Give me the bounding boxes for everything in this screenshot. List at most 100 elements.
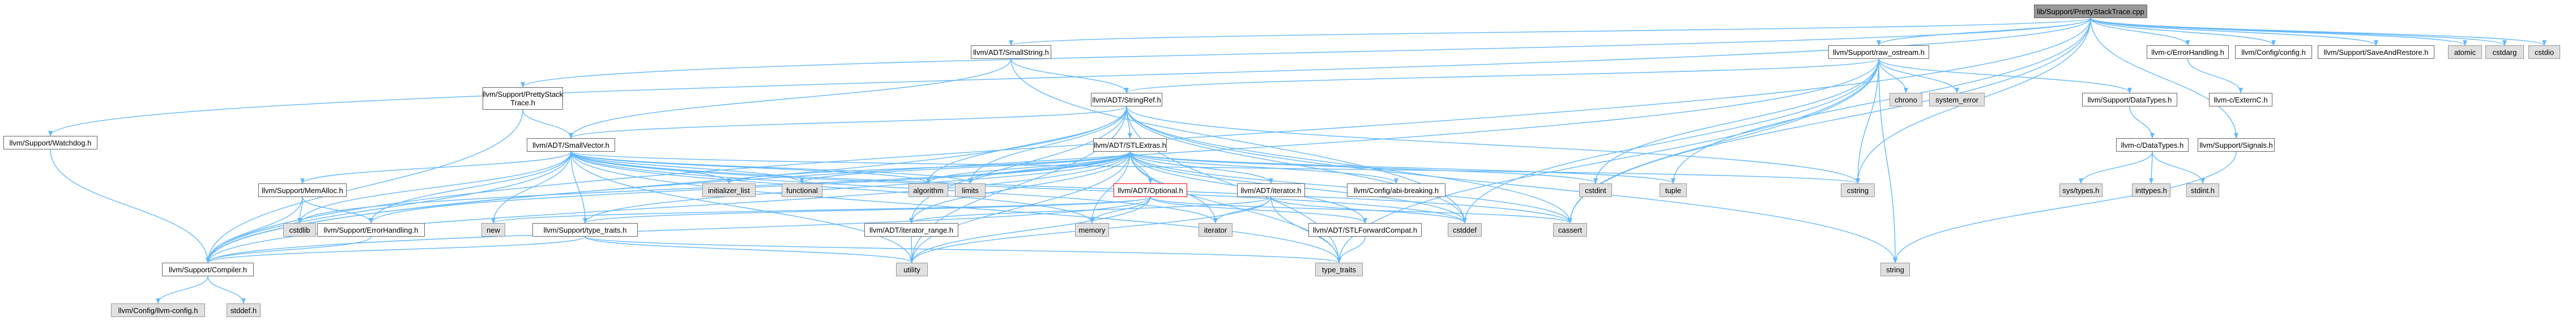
node-cstdlib[interactable]: cstdlib — [283, 223, 316, 237]
node-saverestore[interactable]: llvm/Support/SaveAndRestore.h — [2318, 45, 2434, 59]
edge-smallvector-to-cstdlib — [297, 151, 572, 224]
node-raw-ostream[interactable]: llvm/Support/raw_ostream.h — [1828, 45, 1929, 59]
node-watchdog[interactable]: llvm/Support/Watchdog.h — [3, 136, 97, 149]
edge-stringref-to-limits — [968, 106, 1127, 184]
node-compiler[interactable]: llvm/Support/Compiler.h — [162, 263, 254, 276]
edge-signals-to-string — [1893, 151, 2237, 263]
node-atomic[interactable]: atomic — [2448, 45, 2482, 59]
edge-raw-ostream-to-string — [1878, 58, 1897, 263]
node-adt-iterator[interactable]: llvm/ADT/iterator.h — [1237, 183, 1305, 197]
edge-prettystack-to-compiler — [206, 109, 523, 263]
node-adt-smallstring[interactable]: llvm/ADT/SmallString.h — [971, 45, 1051, 59]
node-stlextras[interactable]: llvm/ADT/STLExtras.h — [1093, 138, 1167, 152]
node-c-externc[interactable]: llvm-c/ExternC.h — [2209, 93, 2272, 106]
edge-c-datatypes-to-stdint — [2152, 151, 2205, 184]
node-functional[interactable]: functional — [782, 183, 822, 197]
edge-stlextras-to-type-traits-h — [583, 151, 1131, 224]
edge-root-to-saverestore — [2090, 18, 2378, 46]
node-memalloc[interactable]: llvm/Support/MemAlloc.h — [258, 183, 347, 197]
edge-stlextras-to-cstdint — [1129, 151, 1598, 184]
node-config-abi[interactable]: llvm/Config/abi-breaking.h — [1347, 183, 1445, 197]
edge-stlextras-to-algorithm — [926, 151, 1131, 184]
node-config[interactable]: llvm/Config/config.h — [2235, 45, 2312, 59]
node-cstddef[interactable]: cstddef — [1448, 223, 1482, 237]
edge-c-datatypes-to-inttypes — [2149, 151, 2153, 184]
node-signals[interactable]: llvm/Support/Signals.h — [2198, 138, 2275, 152]
edge-smallvector-to-compiler — [206, 151, 572, 263]
edge-c-datatypes-to-sys-types — [2079, 151, 2153, 184]
edge-prettystack-to-smallvector — [522, 109, 573, 139]
node-type-traits[interactable]: type_traits — [1315, 263, 1363, 276]
node-system-error[interactable]: system_error — [1929, 93, 1985, 106]
node-iterator-range[interactable]: llvm/ADT/iterator_range.h — [864, 223, 958, 237]
node-llvm-config[interactable]: llvm/Config/llvm-config.h — [111, 303, 205, 317]
edge-raw-ostream-to-stringref — [1124, 58, 1879, 93]
edge-errorhandling-to-compiler — [206, 236, 372, 263]
node-cstring[interactable]: cstring — [1841, 183, 1875, 197]
node-stddef[interactable]: stddef.h — [227, 303, 261, 317]
node-cstdarg[interactable]: cstdarg — [2485, 45, 2524, 59]
edge-adt-smallstring-to-cstddef — [1010, 58, 1467, 224]
node-tuple[interactable]: tuple — [1660, 183, 1687, 197]
node-new[interactable]: new — [481, 223, 505, 237]
edge-adt-optional-to-cassert — [1150, 196, 1572, 224]
node-limits[interactable]: limits — [955, 183, 986, 197]
edge-raw-ostream-to-chrono — [1878, 58, 1908, 93]
edge-adt-smallstring-to-smallvector — [569, 58, 1012, 139]
edge-stlextras-to-memory — [1090, 151, 1131, 224]
node-stdint[interactable]: stdint.h — [2186, 183, 2219, 197]
edge-smallvector-to-memalloc — [300, 151, 572, 184]
node-datatypes-h[interactable]: llvm/Support/DataTypes.h — [2082, 93, 2177, 106]
edge-adt-iterator-to-cstddef — [1270, 196, 1467, 224]
node-errorhandling[interactable]: llvm/Support/ErrorHandling.h — [317, 223, 425, 237]
edge-root-to-cstdarg — [2090, 18, 2507, 46]
node-stringref[interactable]: llvm/ADT/StringRef.h — [1091, 93, 1162, 106]
edge-memalloc-to-cstdlib — [297, 196, 303, 224]
edge-memalloc-to-errorhandling — [302, 196, 373, 224]
node-type-traits-h[interactable]: llvm/Support/type_traits.h — [532, 223, 638, 237]
edge-stringref-to-smallvector — [569, 106, 1127, 139]
edge-stringref-to-cstddef — [1126, 106, 1467, 224]
edge-root-to-cstdio — [2090, 18, 2547, 46]
edge-smallvector-to-cassert — [570, 151, 1572, 224]
node-string[interactable]: string — [1880, 263, 1910, 276]
node-inttypes[interactable]: inttypes.h — [2132, 183, 2170, 197]
edge-stlforward-to-type-traits — [1337, 236, 1366, 263]
node-cstdio[interactable]: cstdio — [2528, 45, 2560, 59]
node-c-datatypes[interactable]: llvm-c/DataTypes.h — [2116, 138, 2189, 152]
edge-adt-optional-to-new — [491, 196, 1151, 224]
edge-root-to-prettystack — [521, 18, 2091, 88]
edge-raw-ostream-to-cstdint — [1593, 58, 1879, 184]
edge-stringref-to-cassert — [1126, 106, 1572, 224]
edge-stlextras-to-compiler — [206, 151, 1131, 263]
edge-stlextras-to-utility — [910, 151, 1131, 263]
edge-root-to-tuple — [1671, 18, 2091, 184]
node-utility[interactable]: utility — [896, 263, 928, 276]
node-memory[interactable]: memory — [1075, 223, 1109, 237]
node-root[interactable]: lib/Support/PrettyStackTrace.cpp — [2034, 5, 2147, 18]
node-cstdint[interactable]: cstdint — [1579, 183, 1612, 197]
edge-datatypes-h-to-c-datatypes — [2129, 106, 2155, 139]
node-adt-optional[interactable]: llvm/ADT/Optional.h — [1114, 183, 1187, 197]
edge-adt-iterator-to-type-traits — [1270, 196, 1341, 263]
edge-stlextras-to-functional — [800, 151, 1131, 184]
edge-root-to-signals — [2090, 18, 2238, 139]
node-algorithm[interactable]: algorithm — [909, 183, 948, 197]
edge-smallvector-to-new — [491, 151, 572, 224]
node-prettystack[interactable]: llvm/Support/PrettyStack Trace.h — [483, 87, 563, 110]
node-c-errorhandling[interactable]: llvm-c/ErrorHandling.h — [2147, 45, 2229, 59]
node-smallvector[interactable]: llvm/ADT/SmallVector.h — [527, 138, 615, 152]
node-initializer-list[interactable]: initializer_list — [702, 183, 756, 197]
node-stlforward[interactable]: llvm/ADT/STLForwardCompat.h — [1308, 223, 1422, 237]
node-cassert[interactable]: cassert — [1553, 223, 1587, 237]
edge-adt-optional-to-utility — [910, 196, 1151, 263]
node-sys-types[interactable]: sys/types.h — [2059, 183, 2102, 197]
edge-memalloc-to-compiler — [206, 196, 303, 263]
node-chrono[interactable]: chrono — [1890, 93, 1922, 106]
edge-raw-ostream-to-system-error — [1878, 58, 1959, 93]
node-iterator[interactable]: iterator — [1199, 223, 1232, 237]
edge-watchdog-to-compiler — [50, 149, 210, 263]
edge-smallvector-to-cstddef — [570, 151, 1467, 224]
edge-stlextras-to-initializer-list — [727, 151, 1131, 184]
